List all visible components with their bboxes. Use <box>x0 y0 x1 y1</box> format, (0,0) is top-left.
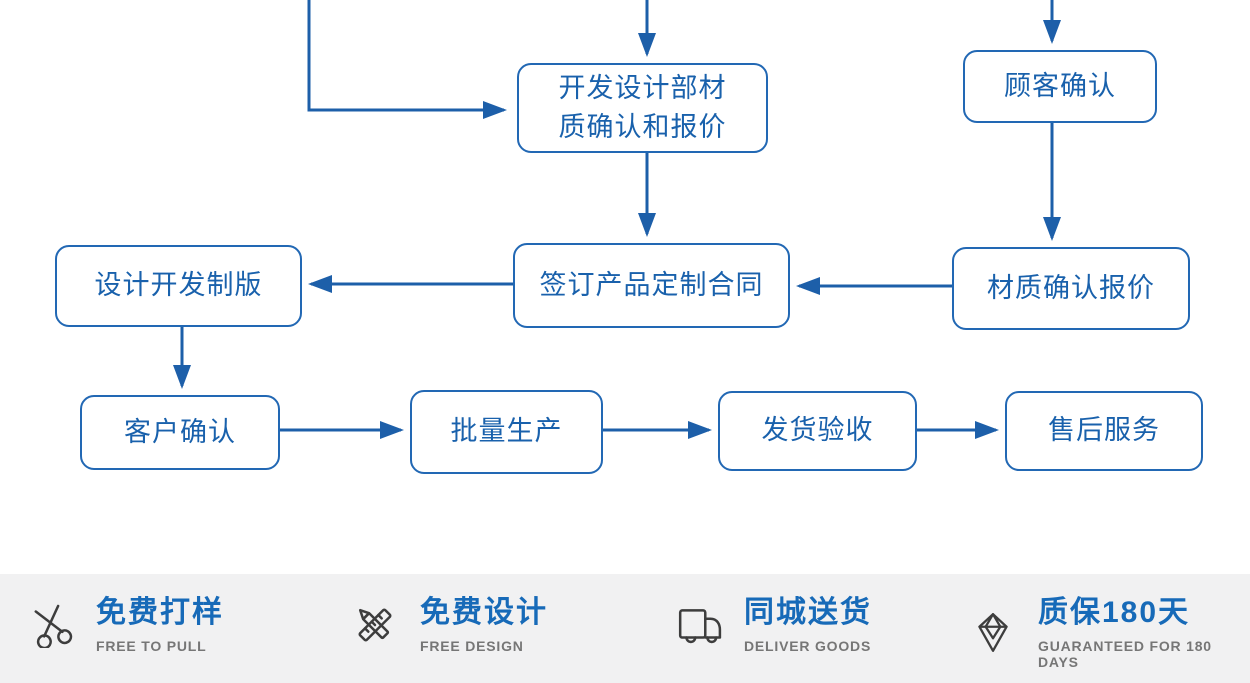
flow-node-mass-production: 批量生产 <box>410 390 603 474</box>
flow-node-dev-design-material-quote: 开发设计部材 质确认和报价 <box>517 63 768 153</box>
feature-text: 同城送货 DELIVER GOODS <box>744 596 872 654</box>
flow-connectors <box>173 0 1061 439</box>
feature-title: 免费打样 <box>96 596 224 629</box>
feature-free-sample: 免费打样 FREE TO PULL <box>28 596 224 654</box>
feature-warranty: 质保180天 GUARANTEED FOR 180 DAYS <box>970 596 1250 670</box>
flow-node-shipping-acceptance: 发货验收 <box>718 391 917 471</box>
feature-title: 免费设计 <box>420 596 548 629</box>
feature-subtitle: FREE TO PULL <box>96 637 207 654</box>
feature-text: 质保180天 GUARANTEED FOR 180 DAYS <box>1038 596 1250 670</box>
feature-subtitle: GUARANTEED FOR 180 DAYS <box>1038 637 1212 670</box>
feature-subtitle: DELIVER GOODS <box>744 637 872 654</box>
flow-node-client-confirm: 客户确认 <box>80 395 280 470</box>
flow-node-material-quote: 材质确认报价 <box>952 247 1190 330</box>
flow-node-after-sales: 售后服务 <box>1005 391 1203 471</box>
flow-node-design-plate: 设计开发制版 <box>55 245 302 327</box>
flow-node-customer-confirm: 顾客确认 <box>963 50 1157 123</box>
feature-city-delivery: 同城送货 DELIVER GOODS <box>676 596 872 654</box>
feature-text: 免费打样 FREE TO PULL <box>96 596 224 654</box>
feature-free-design: 免费设计 FREE DESIGN <box>352 596 548 654</box>
feature-title: 同城送货 <box>744 596 872 629</box>
pencil-ruler-icon <box>358 608 392 642</box>
truck-icon <box>678 608 722 643</box>
feature-text: 免费设计 FREE DESIGN <box>420 596 548 654</box>
feature-title: 质保180天 <box>1038 596 1191 629</box>
scissors-icon <box>34 604 73 648</box>
service-feature-bar: 免费打样 FREE TO PULL 免费设计 FREE DESIGN <box>0 574 1250 683</box>
flow-node-sign-contract: 签订产品定制合同 <box>513 243 790 328</box>
feature-subtitle: FREE DESIGN <box>420 637 524 654</box>
diamond-icon <box>978 612 1008 652</box>
